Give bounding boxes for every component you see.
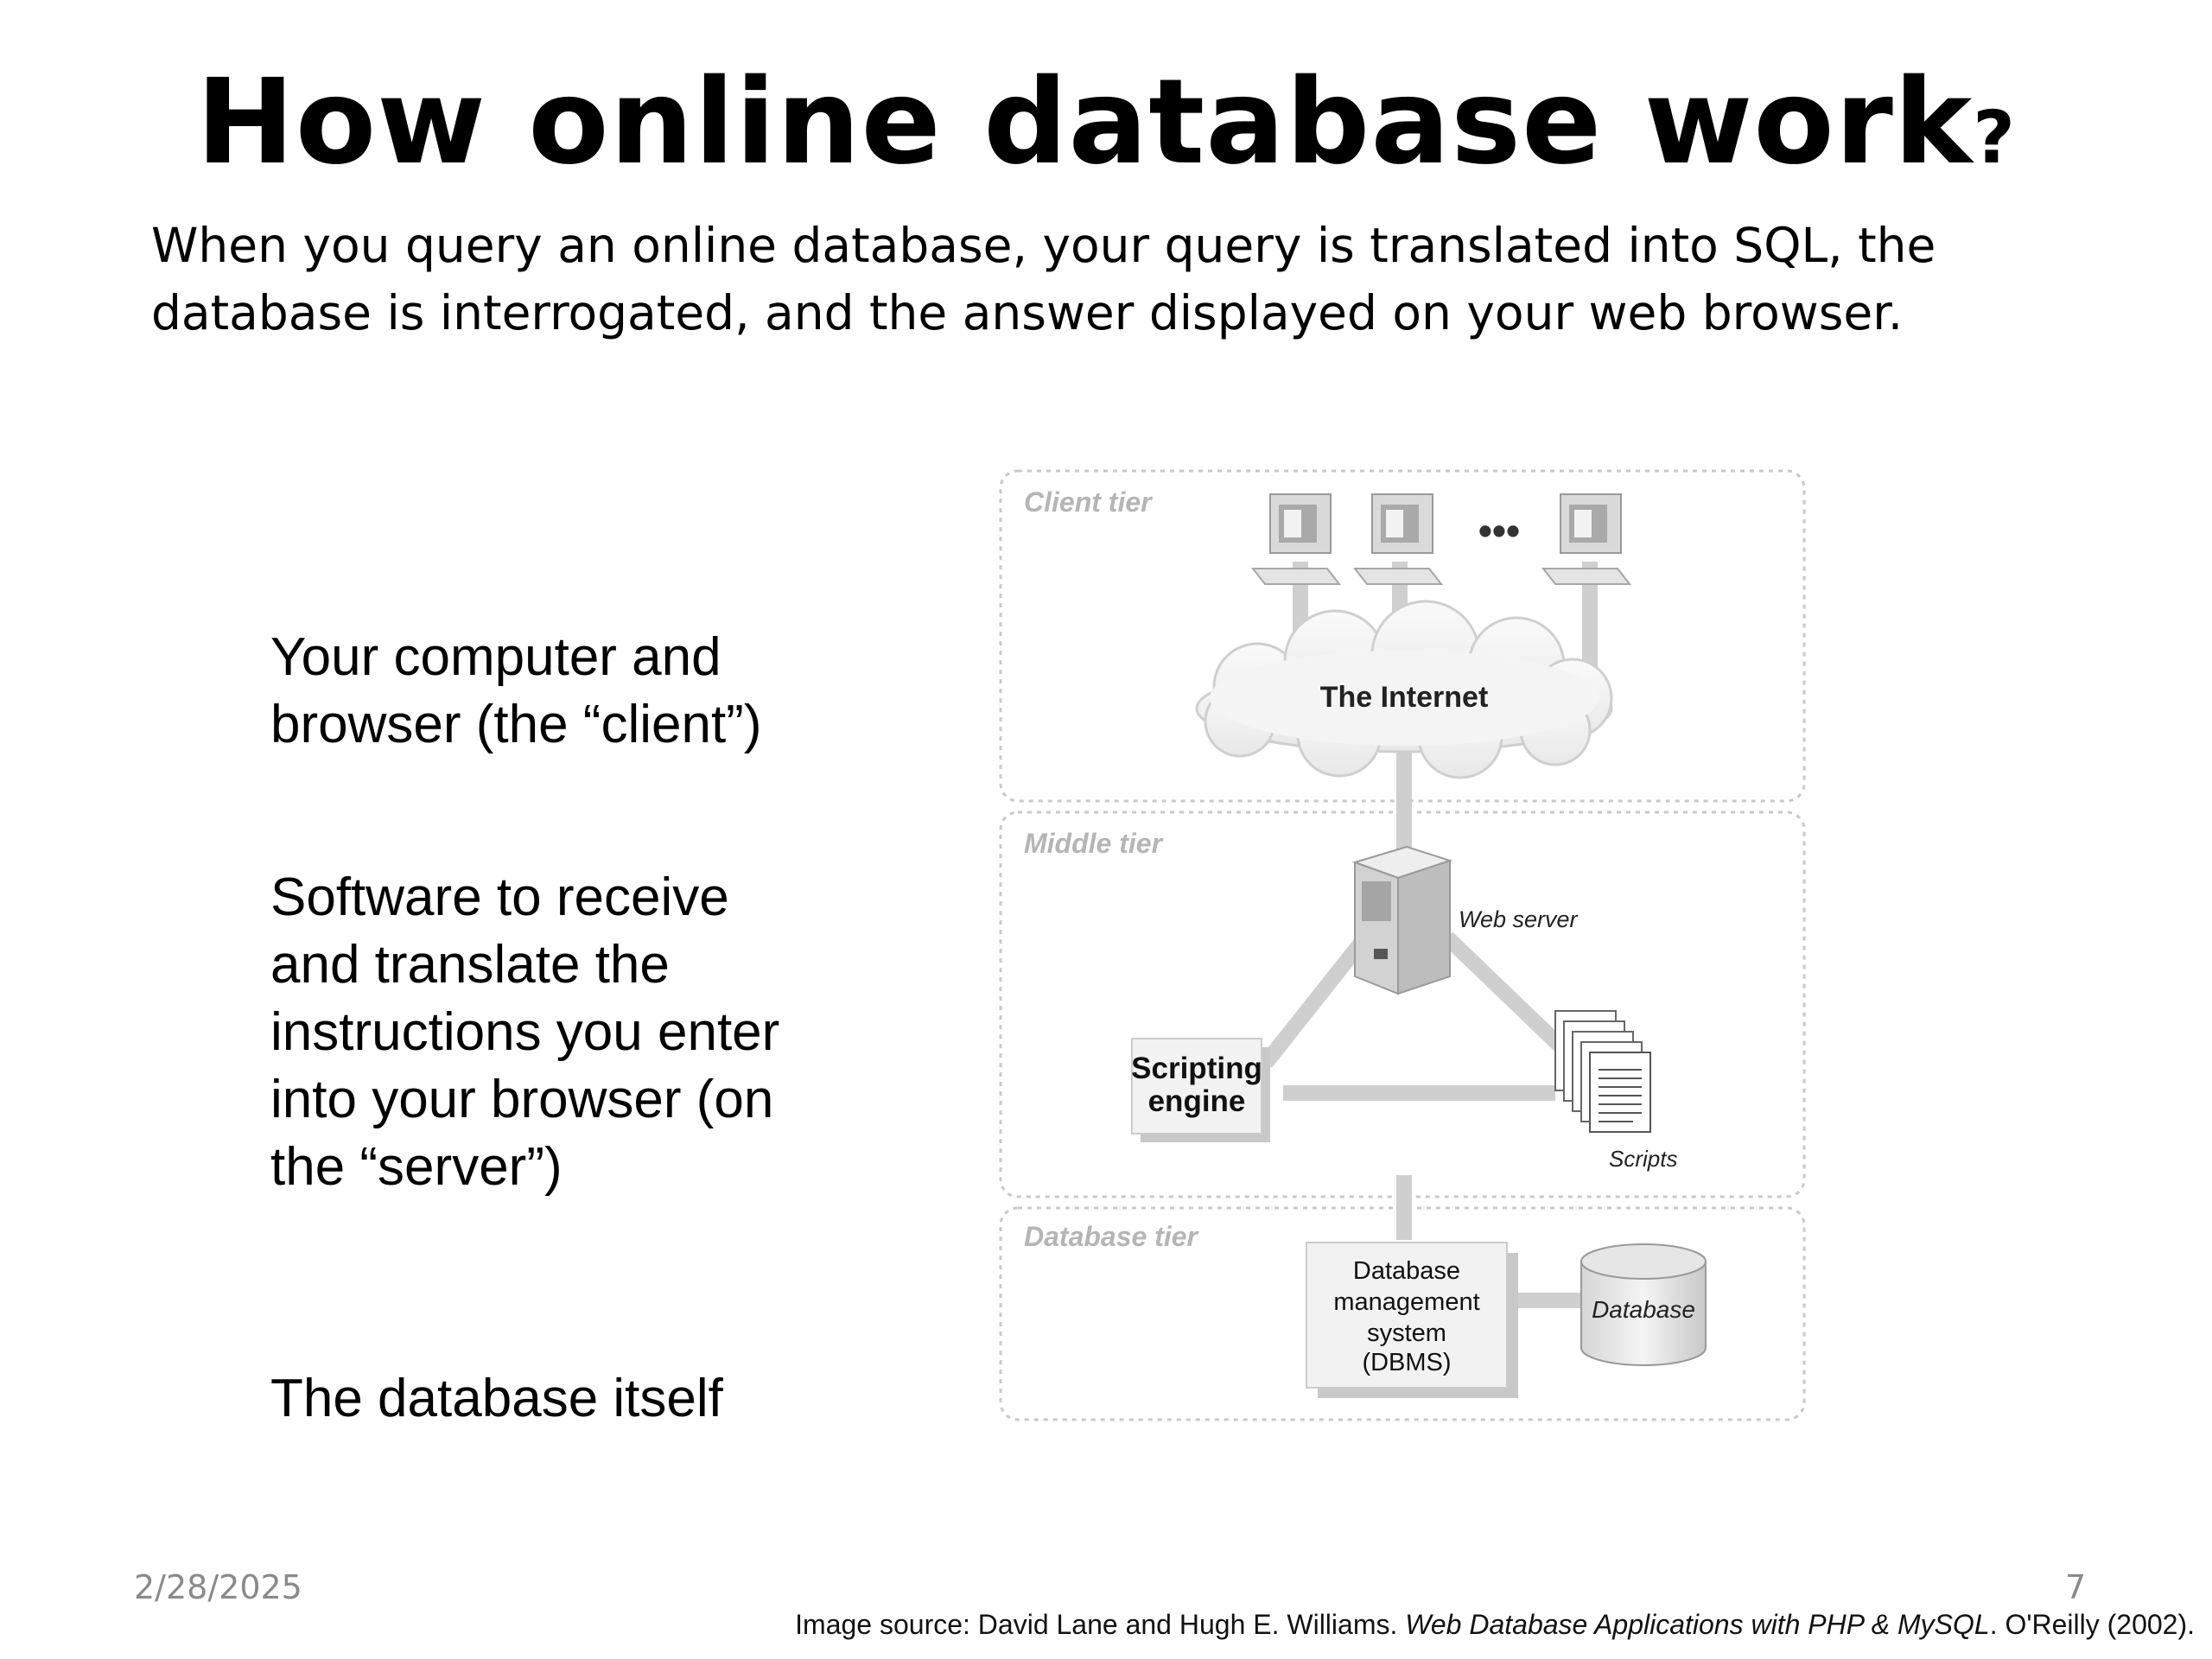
label-server: Software to receive and translate the in… [270,864,875,1201]
database-label: Database [1592,1296,1695,1323]
scripts-label: Scripts [1609,1146,1677,1172]
internet-label: The Internet [1320,681,1489,714]
scripting-engine-box: Scripting engine [1131,1038,1270,1142]
dbms-label: Database [1353,1257,1460,1285]
label-database-line: The database itself [270,1369,723,1428]
source-suffix: . O'Reilly (2002). [1989,1609,2195,1640]
dbms-label: management [1333,1288,1479,1316]
computer-icon [1250,493,1342,585]
slide-page-number: 7 [2065,1568,2087,1606]
middle-tier-label: Middle tier [1024,828,1164,859]
three-tier-diagram: Client tier Middle tier Database tier [999,469,1806,1421]
web-server-icon [1351,845,1453,995]
scripting-engine-label: engine [1148,1084,1246,1118]
internet-cloud: The Internet [1195,600,1613,779]
scripts-icon [1554,1010,1651,1133]
slide-date: 2/28/2025 [134,1568,302,1606]
database-cylinder-icon: Database [1580,1243,1707,1366]
label-database: The database itself [270,1365,875,1433]
computer-icon [1541,493,1632,585]
more-clients-ellipsis: ••• [1478,508,1520,553]
web-server-label: Web server [1459,906,1579,932]
slide-title-text: How online database work [195,54,1974,191]
source-book-title: Web Database Applications with PHP & MyS… [1405,1609,1990,1640]
label-client-line: Your computer and [270,627,721,687]
label-server-line: and translate the [270,935,670,995]
scripting-engine-label: Scripting [1131,1052,1262,1085]
source-prefix: Image source: David Lane and Hugh E. Wil… [795,1609,1406,1640]
label-server-line: into your browser (on [270,1070,774,1129]
image-source-credit: Image source: David Lane and Hugh E. Wil… [795,1609,2195,1641]
dbms-label: (DBMS) [1362,1349,1451,1376]
label-server-line: the “server”) [270,1137,563,1197]
label-client-line: browser (the “client”) [270,695,762,754]
slide-title-question-mark: ? [1973,95,2017,180]
label-client: Your computer and browser (the “client”) [270,624,875,759]
label-server-line: instructions you enter [270,1002,780,1062]
computer-icon [1352,493,1444,585]
dbms-box: Database management system (DBMS) [1306,1242,1518,1398]
label-server-line: Software to receive [270,868,729,927]
slide-title: How online database work? [0,54,2212,207]
database-tier-label: Database tier [1024,1221,1199,1252]
dbms-label: system [1367,1319,1446,1347]
intro-paragraph: When you query an online database, your … [151,218,1936,340]
client-tier-label: Client tier [1024,486,1153,518]
